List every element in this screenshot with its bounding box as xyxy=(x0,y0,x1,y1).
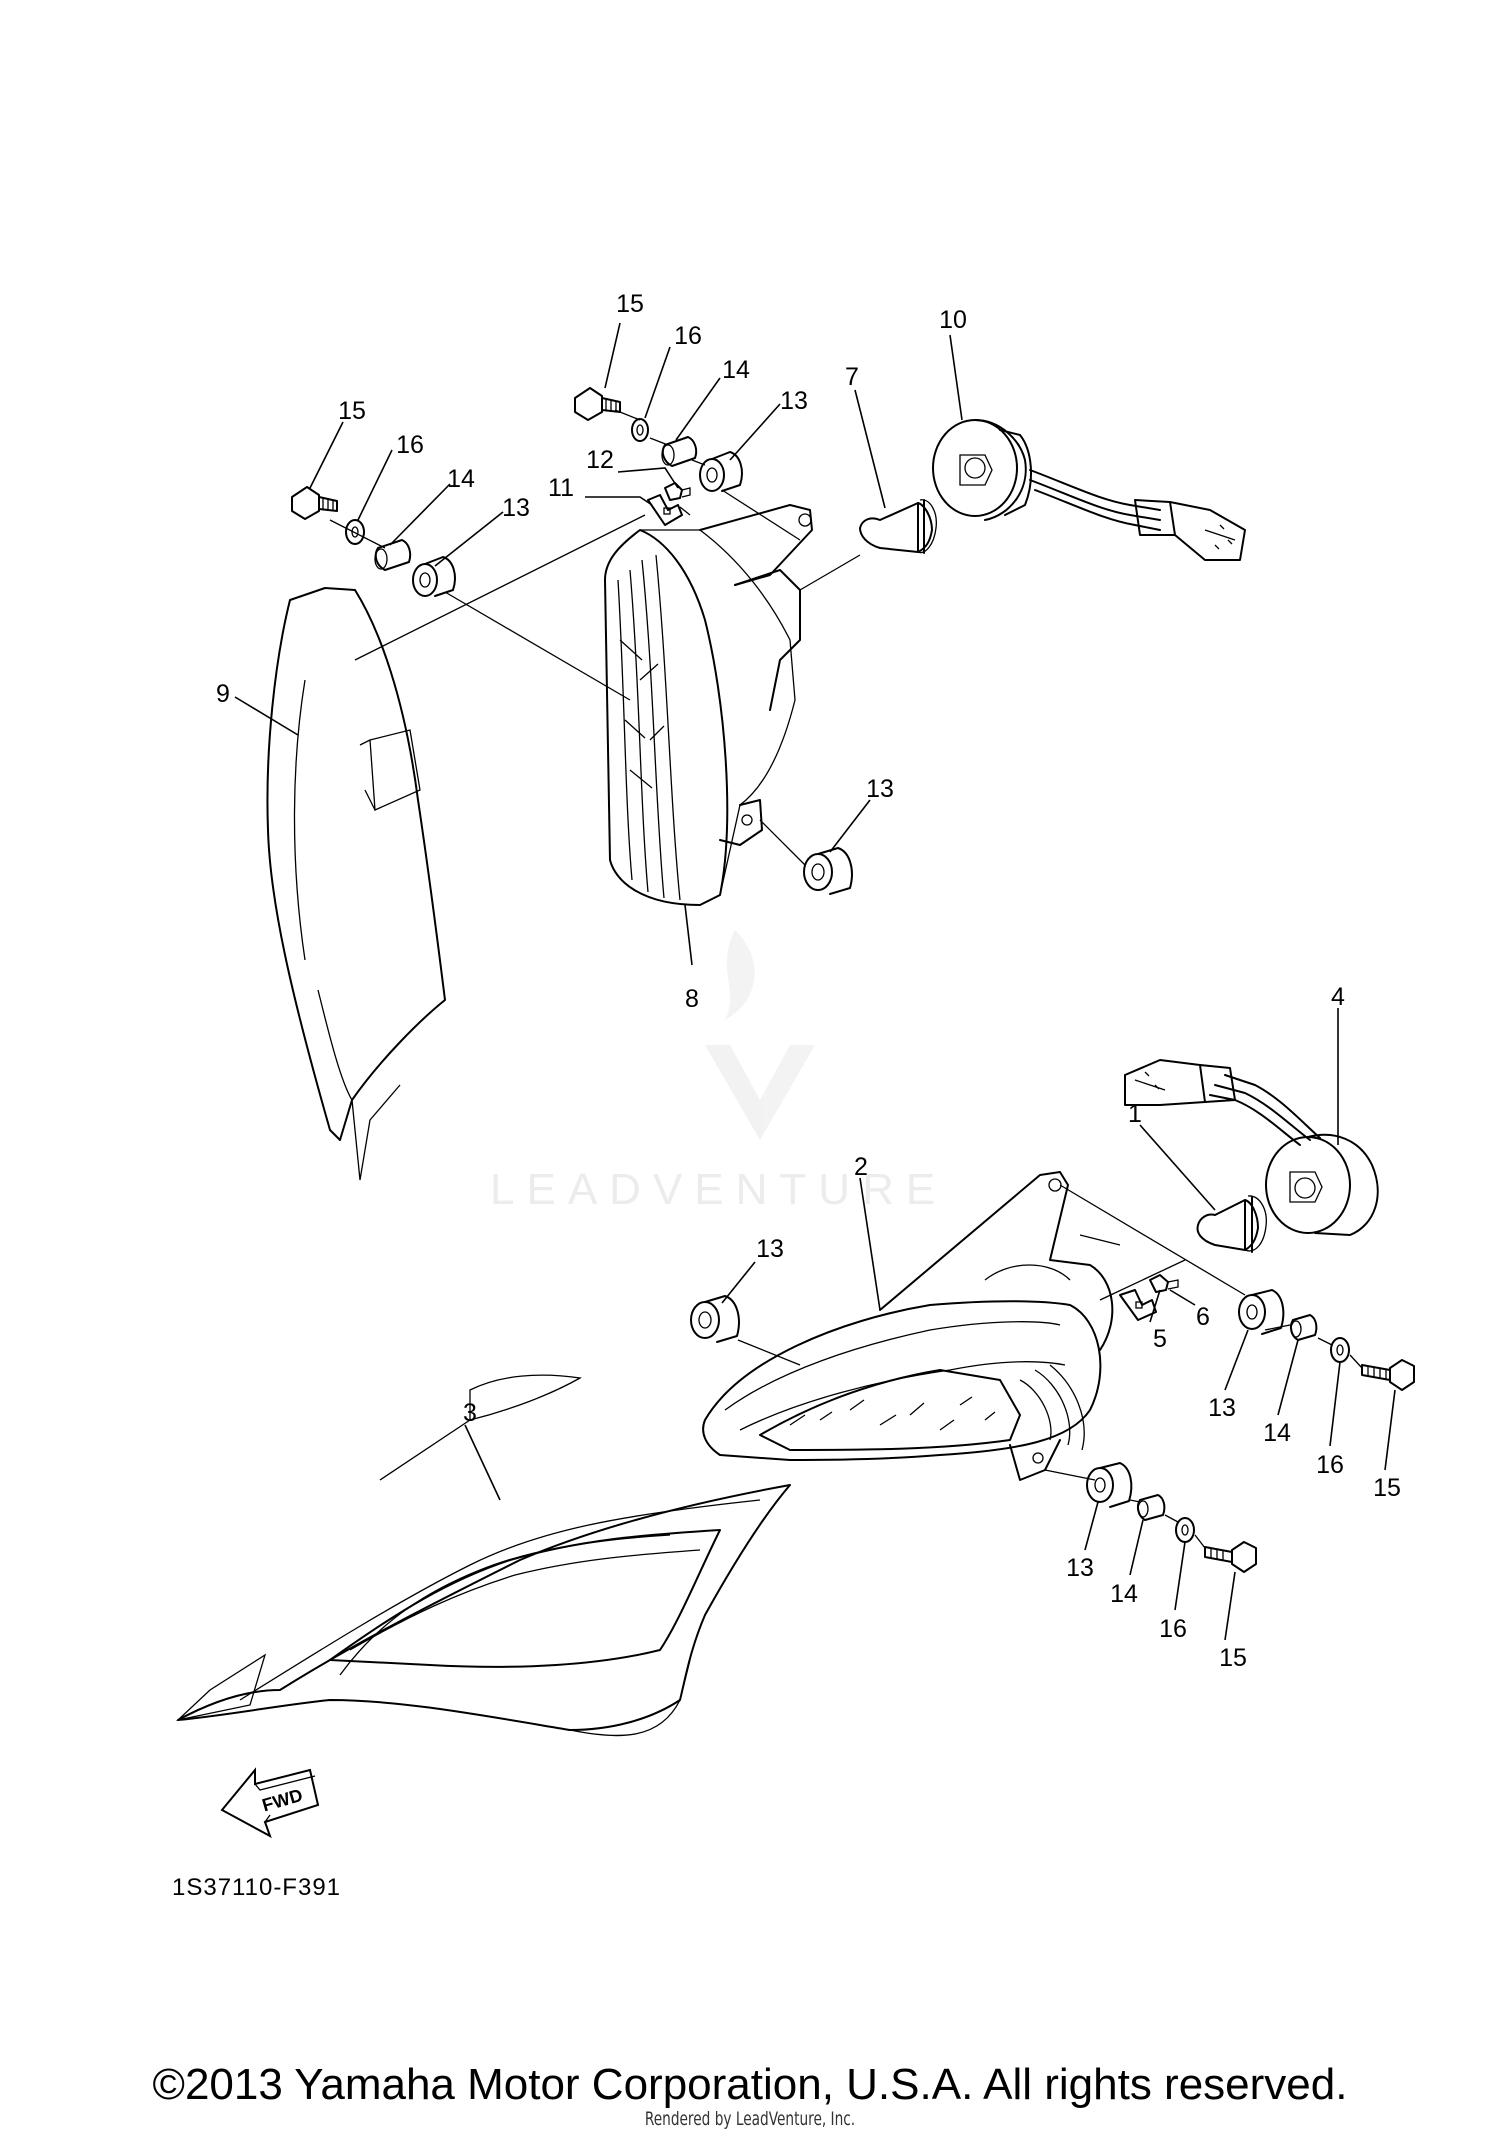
part-8-upper-light-housing xyxy=(604,504,813,906)
callout-15: 15 xyxy=(338,397,366,425)
callout-16: 16 xyxy=(396,431,424,459)
callout-12: 12 xyxy=(586,446,614,474)
callout-9: 9 xyxy=(216,680,230,708)
callout-14: 14 xyxy=(1263,1419,1291,1447)
diagram-code: 1S37110-F391 xyxy=(172,1874,342,1901)
part-16-washer-upper-left xyxy=(345,519,365,545)
part-13-grommet-lower-left xyxy=(690,1295,740,1343)
part-1-lower-bulb xyxy=(1196,1195,1267,1253)
part-16-washer-lower-right-top xyxy=(1330,1337,1350,1363)
part-15-bolt-lower-right-bottom xyxy=(1204,1541,1257,1573)
part-14-collar-upper-right xyxy=(661,436,698,467)
part-7-upper-bulb xyxy=(859,499,937,554)
callout-6: 6 xyxy=(1196,1303,1210,1331)
rendered-by-notice: Rendered by LeadVenture, Inc. xyxy=(644,2108,856,2130)
part-14-collar-lower-right-bottom xyxy=(1136,1494,1166,1521)
part-13-grommet-upper-right xyxy=(699,451,743,492)
callout-2: 2 xyxy=(854,1153,868,1181)
callout-labels: 15 16 14 13 7 10 15 16 14 13 12 11 9 8 1… xyxy=(216,290,1401,1672)
callout-13: 13 xyxy=(1066,1554,1094,1582)
part-9-upper-cover xyxy=(266,587,446,1181)
callout-14: 14 xyxy=(447,465,475,493)
part-13-grommet-upper-bottom xyxy=(803,847,853,895)
part-5-clip xyxy=(1119,1289,1157,1321)
callout-14: 14 xyxy=(1110,1580,1138,1608)
callout-11: 11 xyxy=(548,474,574,502)
part-3-lower-cover xyxy=(175,1374,791,1737)
part-13-grommet-lower-right-top xyxy=(1238,1289,1285,1335)
callout-13: 13 xyxy=(756,1235,784,1263)
callout-10: 10 xyxy=(939,306,967,334)
part-16-washer-upper-right xyxy=(631,418,649,442)
callout-16: 16 xyxy=(674,322,702,350)
part-16-washer-lower-right-bottom xyxy=(1175,1517,1195,1543)
callout-5: 5 xyxy=(1153,1325,1167,1353)
callout-3: 3 xyxy=(463,1399,477,1427)
callout-8: 8 xyxy=(685,985,699,1013)
part-15-bolt-upper-left xyxy=(291,486,338,520)
callout-4: 4 xyxy=(1331,983,1345,1011)
lower-assembly-lines xyxy=(737,1184,1363,1549)
callout-13: 13 xyxy=(866,775,894,803)
upper-assembly-lines xyxy=(329,409,861,866)
callout-13: 13 xyxy=(780,387,808,415)
part-10-upper-socket-cord xyxy=(932,419,1246,561)
copyright-notice: ©2013 Yamaha Motor Corporation, U.S.A. A… xyxy=(152,2060,1348,2109)
part-2-lower-light-housing xyxy=(702,1171,1114,1481)
part-14-collar-upper-left xyxy=(374,539,412,571)
callout-15: 15 xyxy=(1373,1474,1401,1502)
callout-16: 16 xyxy=(1159,1615,1187,1643)
callout-leader-lines xyxy=(234,322,1396,1641)
callout-7: 7 xyxy=(845,363,859,391)
part-12-screw xyxy=(664,482,691,501)
part-4-lower-socket-cord xyxy=(1124,1059,1379,1236)
part-15-bolt-upper-right xyxy=(574,387,621,421)
part-15-bolt-lower-right-top xyxy=(1361,1359,1415,1391)
part-13-grommet-lower-right-bottom xyxy=(1086,1462,1133,1508)
part-13-grommet-upper-left xyxy=(412,556,456,597)
fwd-arrow-icon: FWD xyxy=(220,1767,320,1839)
callout-16: 16 xyxy=(1316,1451,1344,1479)
part-11-clip xyxy=(647,494,683,526)
callout-15: 15 xyxy=(1219,1644,1247,1672)
part-6-screw xyxy=(1149,1274,1179,1293)
leadventure-logo-watermark xyxy=(705,930,815,1140)
callout-15: 15 xyxy=(616,290,644,318)
callout-14: 14 xyxy=(722,356,750,384)
callout-13: 13 xyxy=(502,494,530,522)
part-14-collar-lower-right-top xyxy=(1289,1314,1318,1341)
callout-13: 13 xyxy=(1208,1394,1236,1422)
callout-1: 1 xyxy=(1128,1100,1142,1128)
